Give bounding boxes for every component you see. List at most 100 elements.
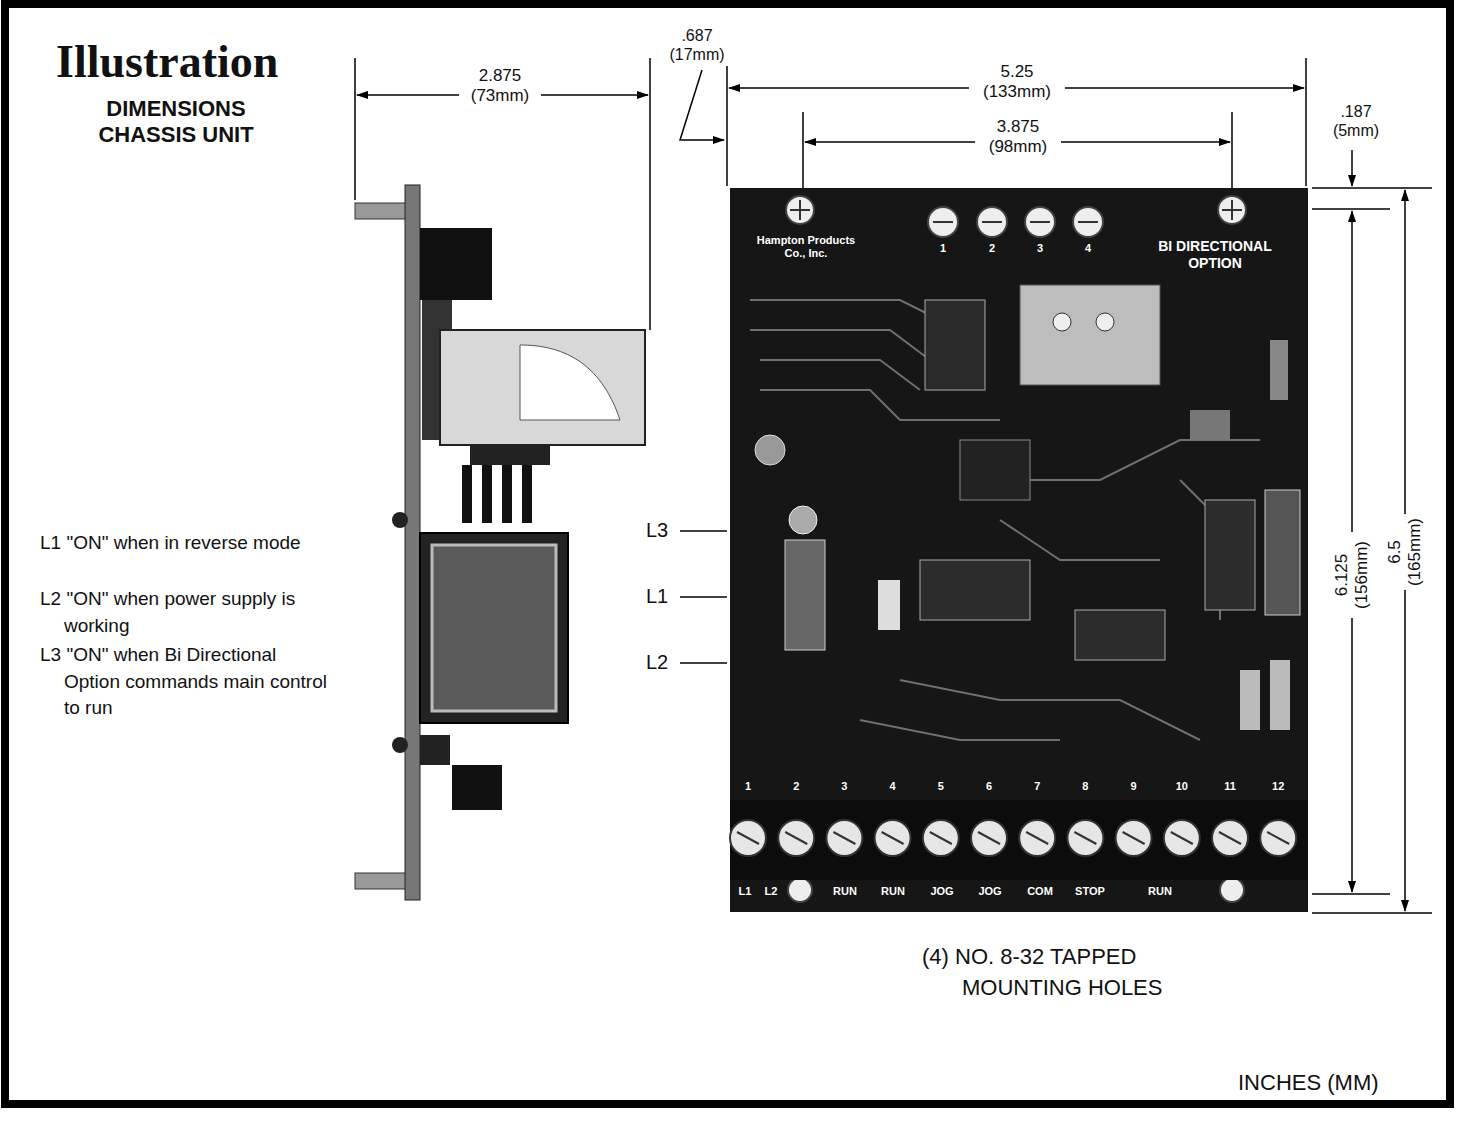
terminal-label: JOG (978, 885, 1001, 898)
circuit-board (1025, 207, 1055, 237)
dimension-lines (649, 58, 651, 330)
circuit-board (750, 300, 1260, 740)
circuit-board (1000, 440, 1260, 480)
dimension-lines (1351, 150, 1353, 186)
circuit-board (1218, 196, 1246, 224)
circuit-board (930, 832, 952, 844)
dimension-lines (355, 58, 1432, 913)
circuit-board (760, 390, 1000, 420)
dimension-lines (1312, 208, 1390, 210)
circuit-board (971, 820, 1007, 856)
circuit-board (982, 221, 1002, 223)
circuit-board (730, 188, 1308, 912)
dimension-lines (1305, 58, 1307, 186)
circuit-board (730, 800, 1308, 880)
circuit-board (1270, 660, 1290, 730)
circuit-board (1270, 340, 1288, 400)
dimension-lines (802, 112, 804, 196)
terminal-label: STOP (1075, 885, 1105, 898)
circuit-board (1260, 820, 1296, 856)
title: Illustration (56, 34, 278, 89)
terminal-label: RUN (833, 885, 857, 898)
dimension-lines (1231, 112, 1233, 196)
circuit-board (1030, 221, 1050, 223)
circuit-board (730, 820, 766, 856)
terminal-label: L2 (765, 885, 778, 898)
dimension: .687 (17mm) (659, 26, 735, 64)
side-view (452, 765, 502, 810)
terminal-number: 9 (1131, 780, 1137, 793)
subtitle: DIMENSIONS CHASSIS UNIT (71, 96, 281, 149)
circuit-board (1267, 832, 1289, 844)
circuit-board (1020, 285, 1160, 385)
terminal-number: 1 (745, 780, 751, 793)
circuit-board (1219, 832, 1241, 844)
circuit-board (785, 832, 807, 844)
led-callout: L2 (646, 650, 668, 674)
page-frame (5, 4, 1450, 1104)
dimension-lines (680, 530, 727, 532)
side-view (355, 203, 407, 219)
terminal-label: JOG (930, 885, 953, 898)
dimension: 2.875 (73mm) (459, 66, 541, 107)
led-callout: L1 (646, 584, 668, 608)
terminal-number: 3 (841, 780, 847, 793)
circuit-board (1123, 832, 1145, 844)
circuit-board (1231, 200, 1233, 220)
terminal-number: 8 (1082, 780, 1088, 793)
circuit-board (1053, 313, 1071, 331)
circuit-board (778, 820, 814, 856)
terminal-number: 12 (1272, 780, 1284, 793)
side-view (462, 465, 472, 523)
dimension-lines (726, 66, 728, 186)
circuit-board (833, 832, 855, 844)
circuit-board (1212, 820, 1248, 856)
indicator-note: L3 "ON" when Bi Directional Option comma… (40, 642, 334, 722)
circuit-board (786, 196, 814, 224)
circuit-board (730, 820, 1296, 856)
dimension: .187 (5mm) (1321, 102, 1391, 140)
circuit-board (1096, 313, 1114, 331)
side-view (355, 185, 645, 900)
circuit-board (790, 200, 1242, 222)
circuit-board (1240, 670, 1260, 730)
terminal-number: 11 (1224, 780, 1236, 793)
terminal-number: 10 (1176, 780, 1188, 793)
circuit-board (977, 207, 1007, 237)
terminal-number: 3 (1037, 242, 1043, 255)
circuit-board (920, 560, 1030, 620)
terminal-label: L1 (739, 885, 752, 898)
circuit-board (1067, 820, 1103, 856)
circuit-board (1171, 832, 1193, 844)
side-view (440, 330, 645, 445)
circuit-board (923, 820, 959, 856)
dimension: 3.875 (98mm) (975, 117, 1061, 158)
side-view (355, 873, 407, 889)
terminal-label: COM (1027, 885, 1053, 898)
circuit-board (925, 300, 985, 390)
circuit-board (1073, 207, 1103, 237)
circuit-board (789, 506, 817, 534)
dimension-lines (354, 58, 356, 200)
side-view (392, 737, 408, 753)
side-view (405, 185, 420, 900)
dimension: 6.125 (156mm) (1332, 532, 1373, 618)
circuit-board (875, 820, 911, 856)
circuit-board (785, 540, 825, 650)
terminal-number: 2 (989, 242, 995, 255)
circuit-board (1190, 410, 1230, 440)
circuit-board (1026, 832, 1048, 844)
circuit-board (1078, 221, 1098, 223)
dimension-lines (1312, 187, 1432, 189)
indicator-note: L2 "ON" when power supply is working (40, 586, 334, 639)
indicator-note: L1 "ON" when in reverse mode (40, 530, 334, 557)
circuit-board (1205, 500, 1255, 610)
circuit-board (1265, 490, 1300, 615)
circuit-board (928, 207, 958, 237)
terminal-number: 1 (940, 242, 946, 255)
circuit-board (1220, 878, 1244, 902)
terminal-number: 5 (938, 780, 944, 793)
terminal-label: RUN (1148, 885, 1172, 898)
terminal-number: 2 (793, 780, 799, 793)
circuit-board (1074, 832, 1096, 844)
